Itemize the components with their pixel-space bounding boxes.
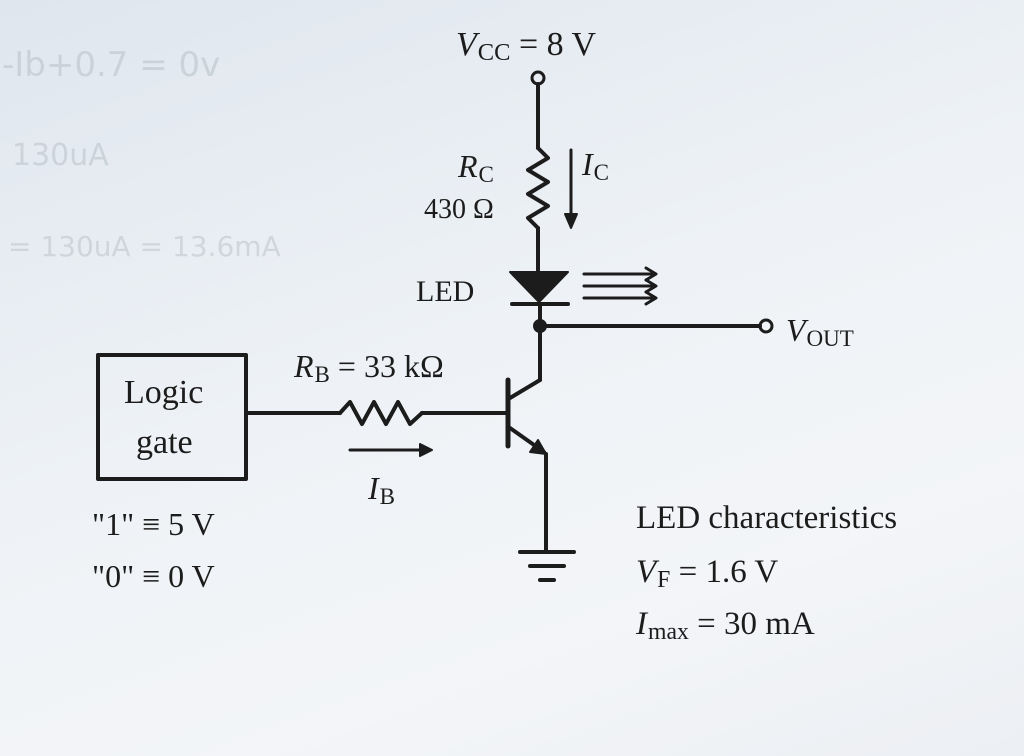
pencil-note-3: = 130uA = 13.6mA — [8, 230, 281, 263]
logic-gate-line2: gate — [136, 424, 193, 461]
pencil-note-2: 130uA — [12, 138, 109, 173]
logic-high-level: "1" ≡ 5 V — [92, 506, 215, 542]
rb-resistor — [338, 400, 424, 426]
rc-resistor — [526, 146, 550, 230]
collector-lead — [508, 378, 542, 400]
rc-label: RC — [458, 148, 494, 188]
emitter-arrow — [529, 439, 547, 455]
ic-label: IC — [582, 146, 610, 186]
rc-value: 430 Ω — [424, 194, 494, 225]
logic-gate-line1: Logic — [124, 374, 204, 411]
led-characteristics-title: LED characteristics — [636, 500, 898, 536]
logic-gate-box — [96, 353, 248, 481]
pencil-note-1: -Ib+0.7 = 0v — [2, 45, 221, 85]
ib-label: IB — [368, 470, 396, 510]
vout-label: VOUT — [786, 312, 854, 352]
vout-terminal — [758, 318, 774, 334]
rb-label: RB = 33 kΩ — [294, 348, 444, 388]
vcc-label: VCC = 8 V — [456, 26, 597, 67]
led-label: LED — [416, 275, 475, 308]
led-vf-spec: VF = 1.6 V — [636, 554, 779, 594]
led-symbol — [509, 271, 569, 303]
logic-low-level: "0" ≡ 0 V — [92, 558, 215, 594]
led-imax-spec: Imax = 30 mA — [636, 606, 815, 646]
